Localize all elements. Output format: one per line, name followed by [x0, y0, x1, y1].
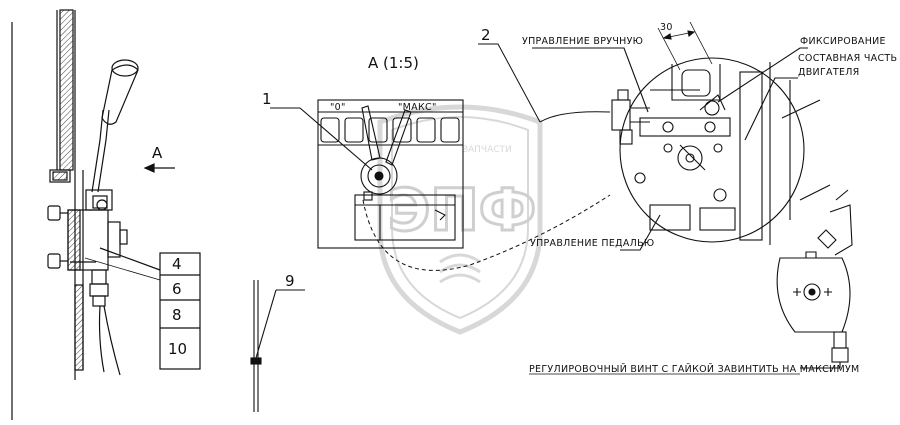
label-manual-control: УПРАВЛЕНИЕ ВРУЧНУЮ: [522, 36, 643, 47]
watermark-logo: ЗАПЧАСТИ ЭПФ: [377, 104, 543, 335]
side-view-assembly: [11, 9, 201, 420]
view-a-title: А (1:5): [368, 54, 419, 72]
view-arrow-letter: А: [152, 144, 163, 162]
watermark-big-text: ЭПФ: [388, 176, 537, 244]
dial-min-label: "0": [330, 102, 346, 113]
label-engine-part-line1: СОСТАВНАЯ ЧАСТЬ: [798, 53, 897, 64]
watermark-top-text: ЗАПЧАСТИ: [462, 145, 512, 155]
callout-2-leader: [362, 43, 611, 271]
callout-9: 9: [285, 272, 295, 290]
dimension-30: 30: [660, 22, 673, 33]
adjuster-assembly: [776, 189, 853, 369]
callout-6: 6: [172, 280, 182, 298]
callout-8: 8: [172, 306, 182, 324]
label-pedal-control: УПРАВЛЕНИЕ ПЕДАЛЬЮ: [530, 238, 654, 249]
view-a-panel: [270, 99, 464, 249]
detail-circle-view: [532, 21, 831, 251]
callout-1: 1: [262, 90, 272, 108]
label-fixing: ФИКСИРОВАНИЕ: [800, 36, 886, 47]
dial-max-label: "МАКС": [398, 102, 437, 113]
callout-2: 2: [481, 26, 491, 44]
callout-10: 10: [168, 340, 187, 358]
callout-4: 4: [172, 255, 182, 273]
label-adjusting-screw: РЕГУЛИРОВОЧНЫЙ ВИНТ С ГАЙКОЙ ЗАВИНТИТЬ Н…: [529, 363, 860, 375]
label-engine-part-line2: ДВИГАТЕЛЯ: [798, 67, 860, 78]
cable-part-9: [250, 280, 305, 412]
